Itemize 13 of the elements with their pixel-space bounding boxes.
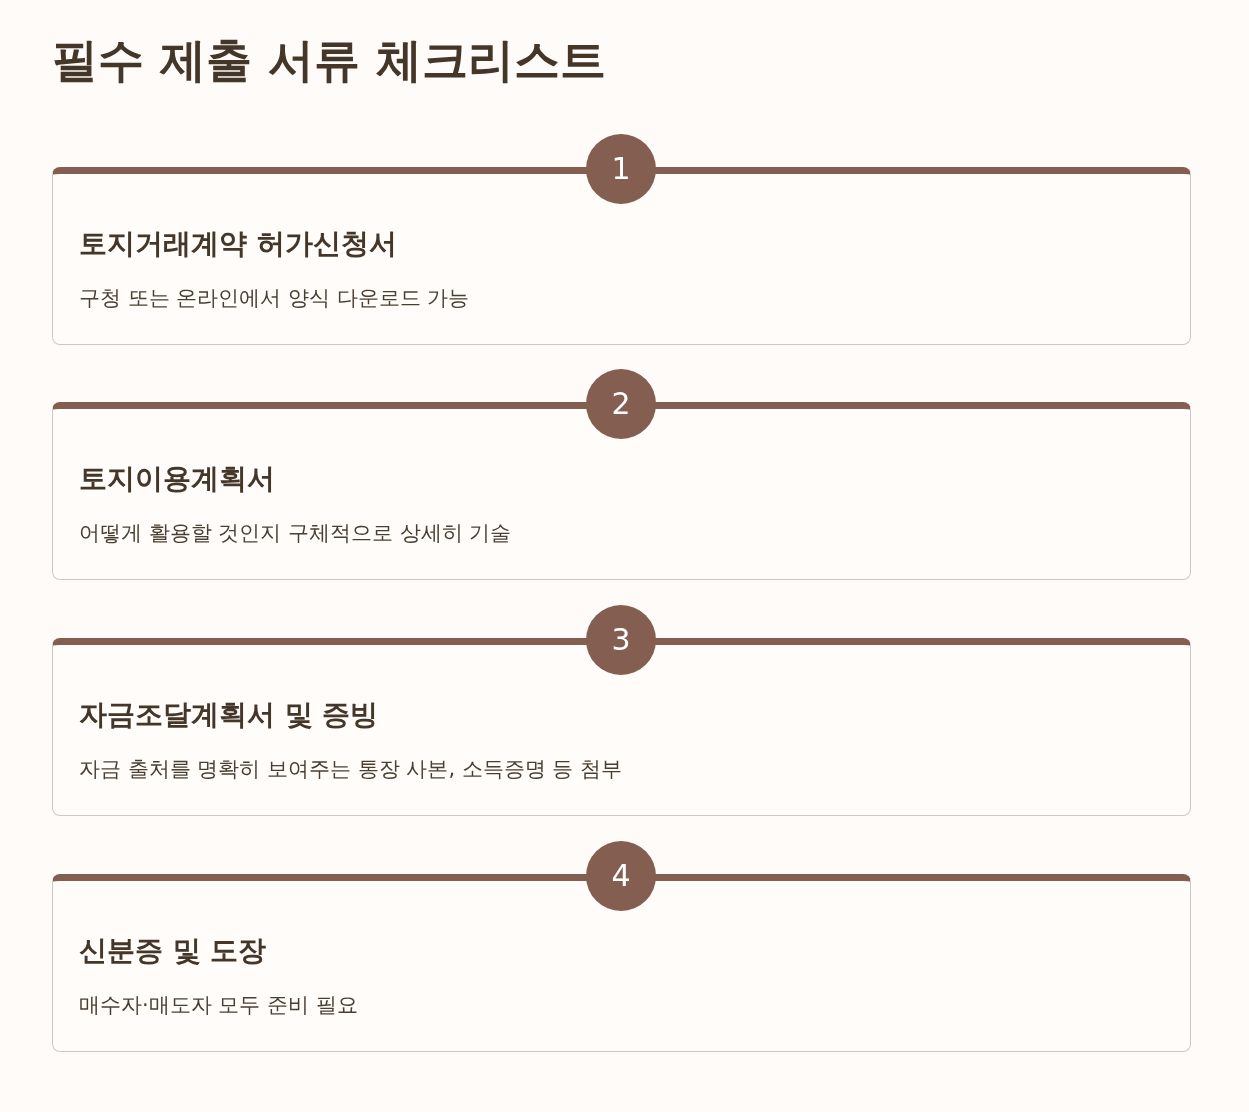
card-description: 어떻게 활용할 것인지 구체적으로 상세히 기술 [79, 520, 512, 547]
card-heading: 토지거래계약 허가신청서 [79, 226, 397, 262]
step-number: 2 [586, 369, 656, 439]
step-number: 1 [586, 134, 656, 204]
page-title: 필수 제출 서류 체크리스트 [52, 32, 607, 89]
card-heading: 신분증 및 도장 [79, 933, 267, 969]
card-description: 구청 또는 온라인에서 양식 다운로드 가능 [79, 285, 470, 312]
card-description: 매수자·매도자 모두 준비 필요 [79, 992, 358, 1019]
step-number: 3 [586, 605, 656, 675]
step-number: 4 [586, 841, 656, 911]
card-heading: 자금조달계획서 및 증빙 [79, 697, 379, 733]
card-heading: 토지이용계획서 [79, 461, 275, 497]
card-description: 자금 출처를 명확히 보여주는 통장 사본, 소득증명 등 첨부 [79, 756, 623, 783]
